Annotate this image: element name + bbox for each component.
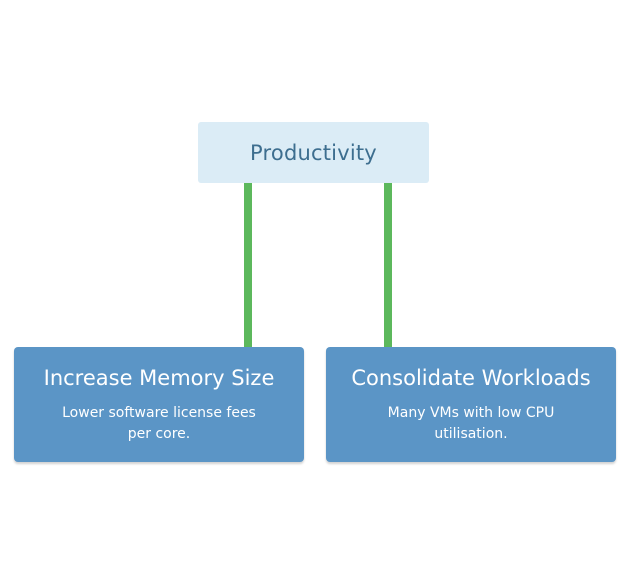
child-node-title: Consolidate Workloads: [351, 366, 591, 390]
connector-right: [384, 183, 392, 350]
child-node-increase-memory-size: Increase Memory Size Lower software lice…: [14, 347, 304, 462]
child-node-consolidate-workloads: Consolidate Workloads Many VMs with low …: [326, 347, 616, 462]
root-node-productivity: Productivity: [198, 122, 429, 183]
child-node-description: Many VMs with low CPU utilisation.: [387, 405, 555, 442]
child-node-description: Lower software license fees per core.: [62, 405, 256, 442]
child-node-title: Increase Memory Size: [43, 366, 275, 390]
connector-left: [244, 183, 252, 350]
root-node-label: Productivity: [250, 140, 377, 165]
